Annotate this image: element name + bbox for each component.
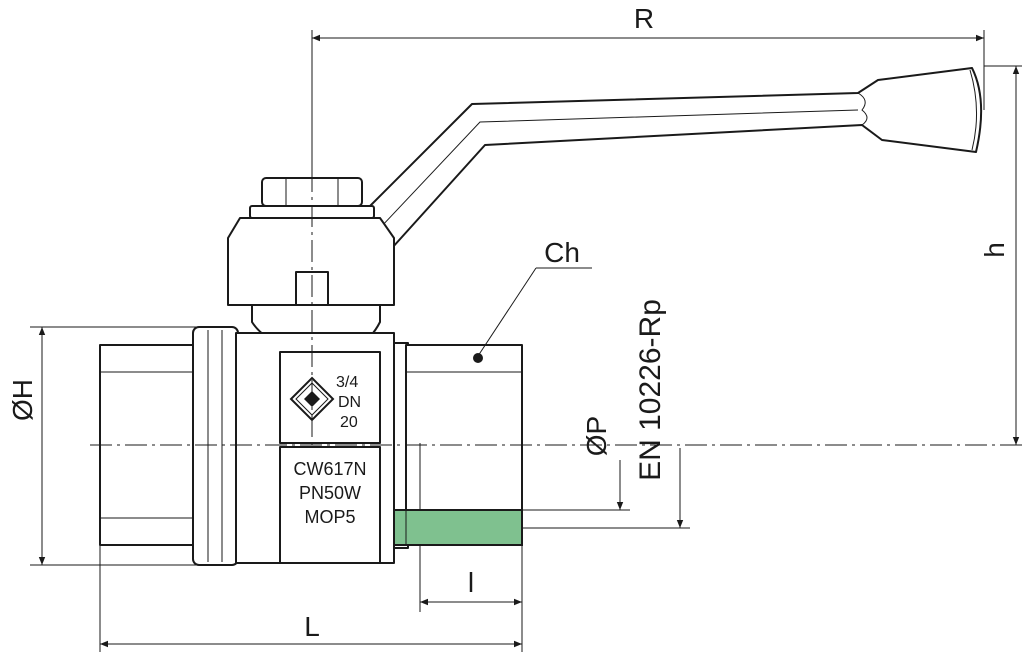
marking-dn-label: DN — [338, 394, 361, 411]
dimension-r-label: R — [634, 3, 654, 34]
dimension-hex-callout: Ch — [473, 237, 592, 363]
dimension-port-diameter: ØP — [522, 416, 630, 511]
dimension-length-label: L — [304, 611, 320, 642]
left-flange — [192, 326, 239, 566]
dimension-length: L — [99, 545, 523, 652]
dimension-r: R — [311, 3, 985, 178]
thread-highlight — [393, 509, 523, 546]
dimension-outer-diameter-label: ØH — [7, 379, 38, 421]
valve-body — [235, 332, 395, 564]
dimension-thread-length-label: l — [468, 567, 474, 598]
handle-hub — [227, 217, 395, 306]
dimension-thread-length: l — [419, 545, 523, 612]
dimension-hex-label: Ch — [544, 237, 580, 268]
thread-standard-label: EN 10226-Rp — [634, 299, 667, 481]
dimension-port-diameter-label: ØP — [581, 416, 612, 456]
marking-dn-value: 20 — [340, 414, 358, 431]
marking-size: 3/4 — [336, 374, 358, 391]
dimension-outer-diameter: ØH — [7, 326, 210, 566]
marking-mop: MOP5 — [304, 507, 355, 527]
marking-pressure: PN50W — [299, 483, 361, 503]
marking-material: CW617N — [293, 459, 366, 479]
thread-standard: EN 10226-Rp — [522, 299, 690, 529]
dimension-h: h — [979, 65, 1022, 445]
lever-handle — [367, 67, 983, 260]
dimension-h-label: h — [979, 242, 1010, 258]
